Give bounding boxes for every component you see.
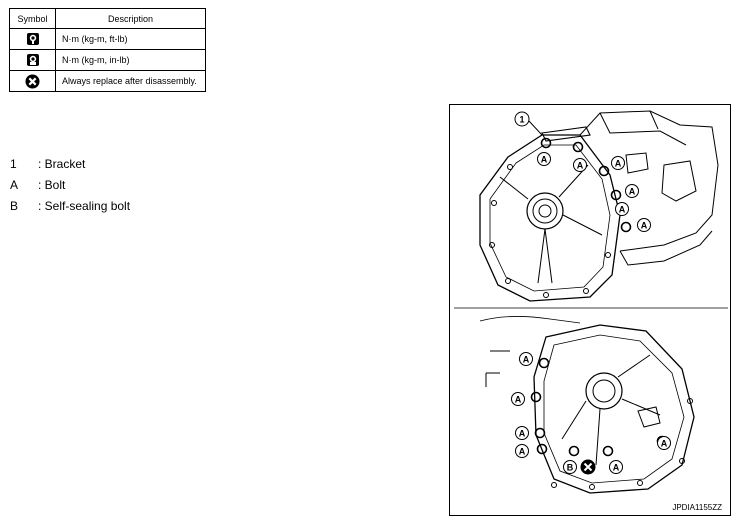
- legend-item: 1 : Bracket: [10, 154, 130, 175]
- callout-legend: 1 : Bracket A : Bolt B : Self-sealing bo…: [10, 154, 130, 217]
- callout-label: A: [613, 463, 620, 473]
- legend-key: A: [10, 178, 19, 192]
- legend-item: A : Bolt: [10, 175, 130, 196]
- top-view: [479, 110, 719, 302]
- figure-id: JPDIA1155ZZ: [672, 503, 722, 512]
- symbol-description: N·m (kg-m, ft-lb): [55, 28, 206, 50]
- callout-label: A: [641, 221, 648, 231]
- callout-label: A: [541, 155, 548, 165]
- callout-label: A: [577, 161, 584, 171]
- legend-item: B : Self-sealing bolt: [10, 196, 130, 217]
- transaxle-figure: 1 A A A A A A A A A A A A B JPDIA1155ZZ: [449, 104, 731, 516]
- callout-label: A: [661, 439, 668, 449]
- callout-label: A: [615, 159, 622, 169]
- torque-wrench-icon: [26, 33, 39, 45]
- legend-label: : Bracket: [38, 157, 86, 171]
- callout-label: A: [515, 395, 522, 405]
- callout-label: A: [629, 187, 636, 197]
- callout-label: B: [567, 463, 574, 473]
- symbol-table-header: Symbol Description: [9, 8, 206, 29]
- symbol-table: Symbol Description N·m (kg-m, ft-lb) N·m…: [9, 8, 206, 92]
- torque-wrench-small-icon: [26, 54, 39, 66]
- symbol-row: Always replace after disassembly.: [9, 70, 206, 92]
- symbol-description: N·m (kg-m, in-lb): [55, 49, 206, 71]
- symbol-row: N·m (kg-m, ft-lb): [9, 28, 206, 50]
- replace-x-icon: [25, 74, 40, 88]
- legend-label: : Bolt: [38, 178, 66, 192]
- bottom-view: [479, 316, 695, 494]
- callout-label: A: [523, 355, 530, 365]
- callout-label: A: [519, 429, 526, 439]
- description-header: Description: [55, 8, 206, 29]
- callout-label: 1: [519, 115, 524, 125]
- callout-label: A: [619, 205, 626, 215]
- legend-key: 1: [10, 157, 17, 171]
- symbol-description: Always replace after disassembly.: [55, 70, 206, 92]
- symbol-row: N·m (kg-m, in-lb): [9, 49, 206, 71]
- legend-key: B: [10, 199, 19, 213]
- callout-label: A: [519, 447, 526, 457]
- transaxle-illustration: 1 A A A A A A A A A A A A B: [454, 110, 728, 494]
- symbol-header: Symbol: [9, 8, 56, 29]
- legend-label: : Self-sealing bolt: [38, 199, 131, 213]
